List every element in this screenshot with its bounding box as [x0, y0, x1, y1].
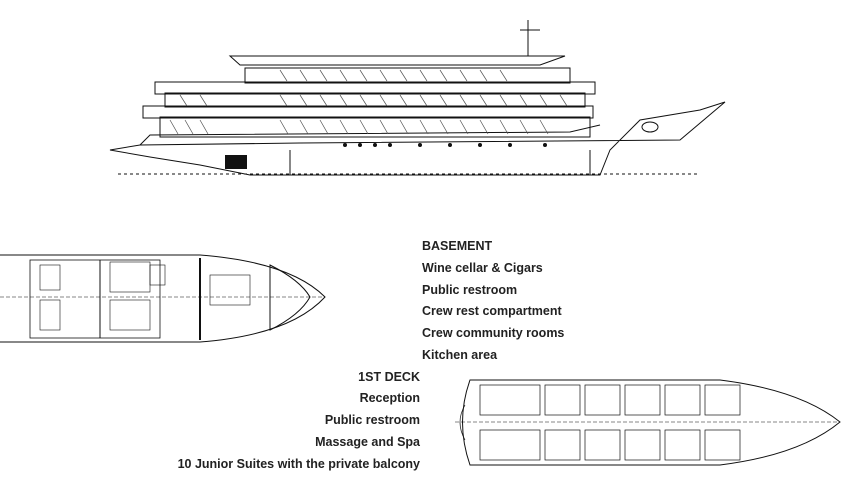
basement-item: Public restroom — [422, 283, 518, 297]
basement-plan — [0, 254, 326, 343]
basement-item: Crew rest compartment — [422, 304, 562, 318]
ship-side-elevation — [109, 20, 726, 176]
first-deck-item: 10 Junior Suites with the private balcon… — [177, 457, 420, 471]
first-deck-item: Public restroom — [324, 413, 420, 427]
first-deck-plan — [455, 379, 841, 466]
first-deck-item: Reception — [359, 391, 420, 405]
basement-item: Wine cellar & Cigars — [422, 261, 543, 275]
basement-heading: BASEMENT — [422, 239, 493, 253]
first-deck-heading: 1ST DECK — [358, 370, 420, 384]
basement-item: Crew community rooms — [422, 326, 565, 340]
first-deck-item: Massage and Spa — [315, 435, 420, 449]
basement-item: Kitchen area — [422, 348, 498, 362]
